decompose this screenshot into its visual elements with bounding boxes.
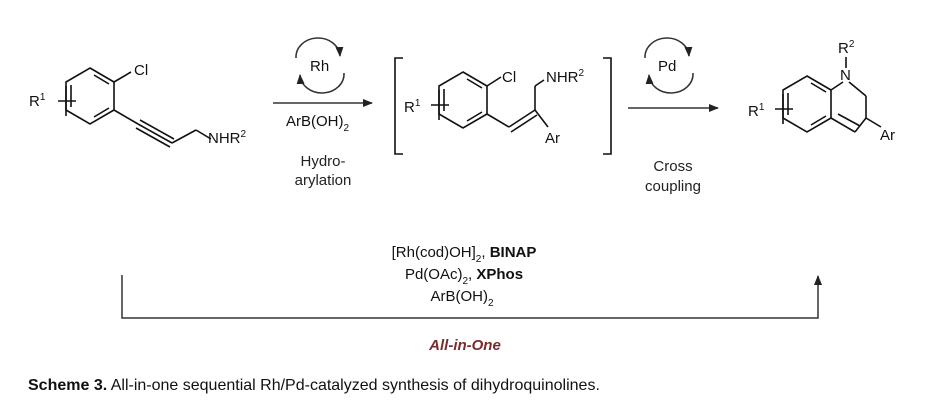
product-r2-label: R2 — [838, 39, 855, 57]
cross-coupling-label-line1: Cross — [653, 158, 692, 175]
scheme-caption: Scheme 3. All-in-one sequential Rh/Pd-ca… — [28, 377, 600, 395]
substrate-structure — [58, 67, 212, 148]
intermediate-brackets — [394, 57, 612, 155]
pd-catalytic-cycle — [644, 37, 694, 94]
one-pot-arrow — [121, 275, 822, 319]
substrate-amine-label: NHR2 — [208, 129, 247, 147]
intermediate-structure — [431, 71, 549, 133]
intermediate-r1-label: R1 — [404, 98, 421, 116]
product-structure — [775, 57, 882, 133]
hydroarylation-label-line2: arylation — [295, 172, 352, 189]
all-in-one-label: All-in-One — [428, 337, 501, 354]
product-n-label: N — [840, 67, 851, 84]
caption-text: All-in-one sequential Rh/Pd-catalyzed sy… — [107, 377, 600, 394]
intermediate-cl-label: Cl — [502, 69, 516, 86]
one-pot-conditions-line3: ArB(OH)2 — [430, 288, 494, 309]
rh-catalyst-label: Rh — [310, 58, 329, 75]
hydroarylation-label-line1: Hydro- — [300, 153, 345, 170]
rh-catalytic-cycle — [295, 37, 345, 94]
substrate-cl-label: Cl — [134, 62, 148, 79]
caption-title: Scheme 3. — [28, 377, 108, 394]
intermediate-ar-label: Ar — [545, 130, 560, 147]
pd-catalyst-label: Pd — [658, 58, 676, 75]
product-ar-label: Ar — [880, 127, 895, 144]
rh-reagent-label: ArB(OH)2 — [286, 113, 350, 134]
one-pot-conditions-line2: Pd(OAc)2, XPhos — [405, 266, 523, 287]
intermediate-amine-label: NHR2 — [546, 68, 585, 86]
cross-coupling-label-line2: coupling — [645, 178, 701, 195]
product-r1-label: R1 — [748, 102, 765, 120]
one-pot-conditions-line1: [Rh(cod)OH]2, BINAP — [392, 244, 537, 265]
substrate-r1-label: R1 — [29, 92, 46, 110]
